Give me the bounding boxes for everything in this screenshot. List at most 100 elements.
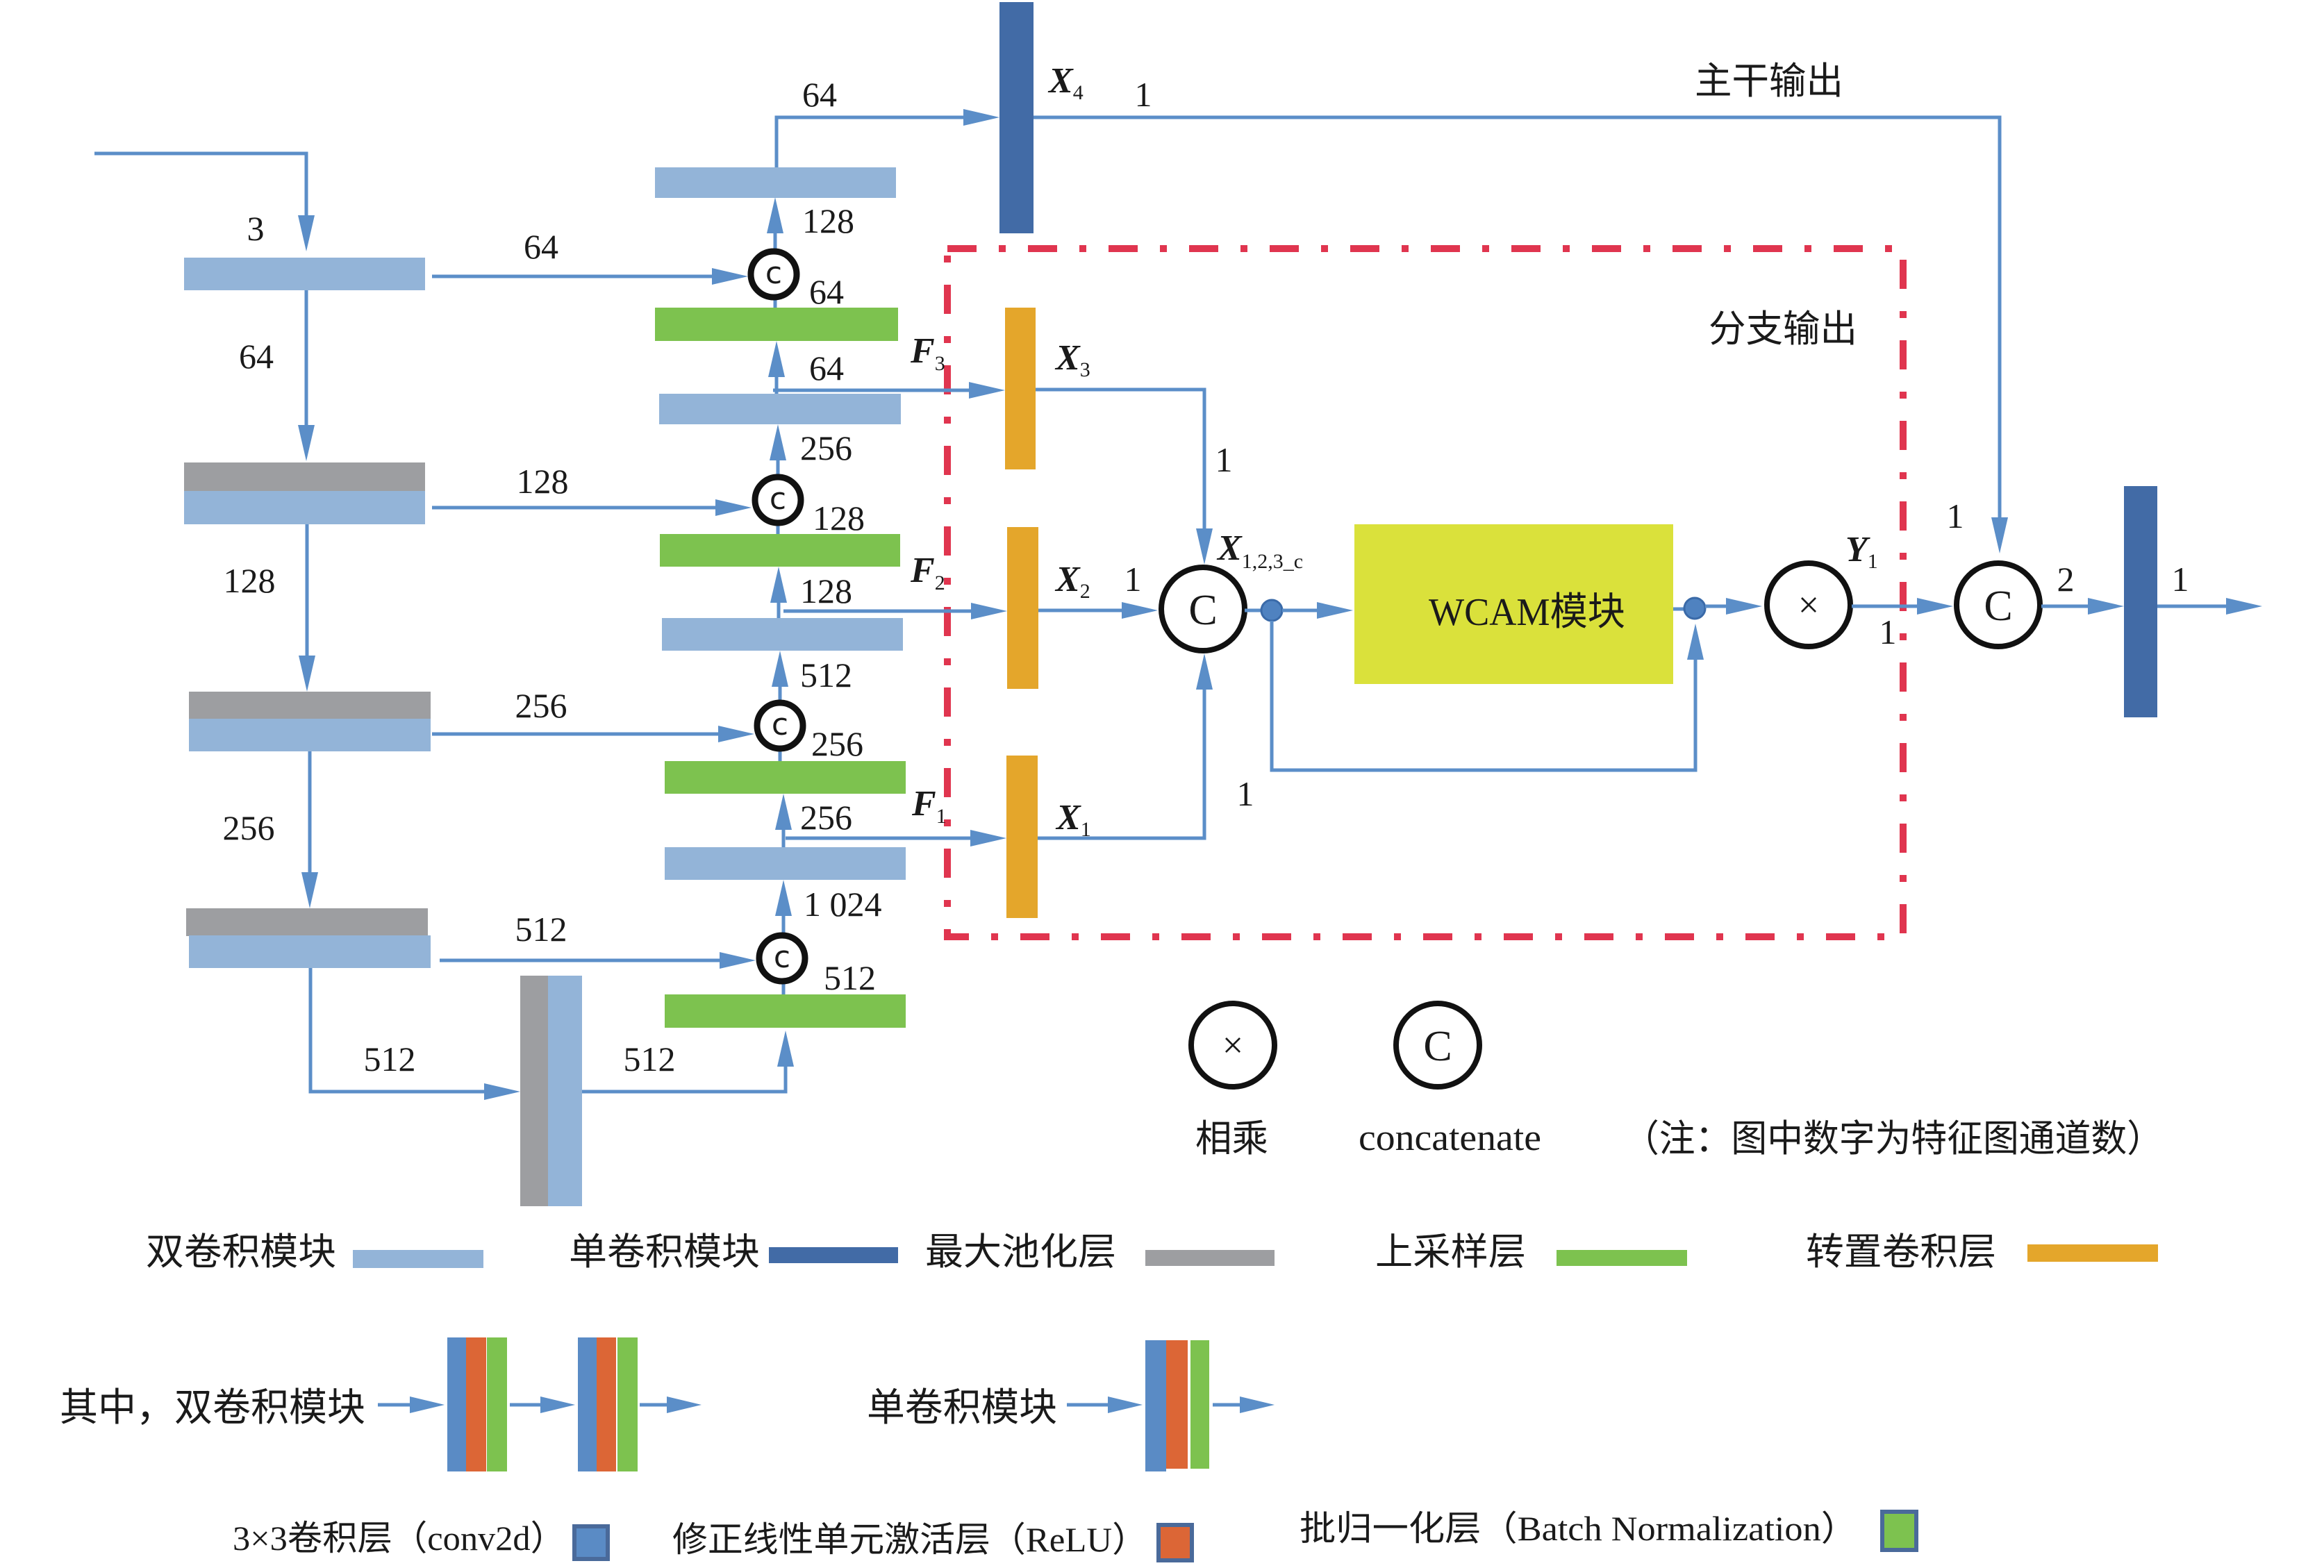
legend-swatch-max-pool [1145,1250,1275,1266]
legend-label: 单卷积模块 [569,1231,760,1273]
composition-arrow [510,1396,575,1413]
junction-dot-2 [1683,597,1707,620]
legend-item-relu: 修正线性单元激活层（ReLU） [672,1520,1194,1562]
input-arrow [94,151,315,251]
double-conv-composition-label: 其中，双卷积模块 [60,1387,365,1430]
x1-label: X1 [1055,798,1091,841]
legend-swatch-single-conv [769,1247,898,1263]
decoder-channel-label: 128 [813,499,865,537]
encoder-channel-label: 64 [239,337,274,376]
y1-label: Y1 [1845,530,1878,573]
input-channels-label: 3 [247,209,265,248]
conv2d-layer [447,1337,466,1471]
concat-node-1: c [747,248,800,301]
bottleneck-in-label: 512 [364,1040,416,1078]
x1-transpose-conv-block [1006,756,1038,918]
skip-label: 512 [515,910,567,949]
trunk-output-title: 主干输出 [1695,60,1843,102]
fusion-channel-label: 2 [2057,560,2075,599]
concat-symbol: c [770,481,786,517]
composition-arrow [1213,1396,1275,1413]
junction-dot-1 [1260,599,1284,622]
bottleneck-block [520,976,582,1206]
decoder-block-2-double-conv [659,394,901,424]
legend-multiply-label: 相乘 [1195,1118,1268,1160]
encoder-block-3 [189,692,431,751]
decoder-channel-label: 512 [800,656,852,694]
trunk-channel-label: 1 [1135,75,1152,114]
legend-item-upsample: 上采样层 [1375,1231,1687,1273]
conv2d-layer [578,1337,597,1471]
residual-loop-arrow [1270,621,1704,772]
wcam-module-label: WCAM模块 [1429,591,1625,634]
branch-concat-node: C [1159,565,1247,653]
x3-channel-label: 1 [1215,440,1233,479]
decoder-channel-label: 128 [802,201,854,240]
decoder-channel-label: 64 [809,272,844,311]
decoder-block-0-double-conv [655,167,896,198]
legend-item-max-pool: 最大池化层 [925,1231,1275,1273]
dot-to-multiply-arrow [1705,598,1762,615]
dot-to-wcam-arrow [1282,602,1353,619]
x3-label: X3 [1054,338,1090,381]
decoder-block-3-upsample [660,534,900,567]
fusion-to-final-arrow [2041,598,2124,615]
decoder-arrow-c1-to-block0 [767,197,783,308]
legend-concat-label: concatenate [1359,1117,1541,1158]
multiply-to-fusion-arrow [1852,598,1953,615]
encoder-block-2-double-conv [184,491,425,524]
decoder: c c c c 64 128 64 64 256 128 128 512 256… [655,75,999,1028]
double-conv-layer-stack-2 [578,1337,638,1471]
branch-output-box [944,245,1907,940]
legend-swatch-upsample [1557,1250,1687,1266]
encoder-channel-label: 256 [223,808,275,847]
encoder-block-3-max-pool [189,692,431,719]
bottleneck-out-arrow [582,1031,794,1094]
operator-legend: × 相乘 C concatenate （注：图中数字为特征图通道数） [1188,1001,2163,1160]
single-conv-composition-label: 单卷积模块 [867,1387,1057,1430]
block-legend: 双卷积模块 单卷积模块 最大池化层 上采样层 转置卷积层 [146,1231,2158,1273]
decoder-arrow-block0-to-x4 [774,109,999,167]
final-output-channel-label: 1 [2172,560,2189,599]
composition-arrow [1067,1396,1143,1413]
bottleneck-max-pool [520,976,548,1206]
decoder-arrow-c4-to-block6 [775,880,792,994]
concat-node-4: c [756,932,808,985]
branch-output-title: 分支输出 [1709,308,1857,350]
legend-label: 批归一化层（Batch Normalization） [1300,1509,1857,1548]
legend-swatch-batch-norm [1880,1510,1918,1552]
encoder-block-4-max-pool [186,908,428,936]
concat-symbol: c [774,940,790,975]
composition-arrow [378,1396,445,1413]
skip-connections: 64 128 256 512 [432,227,756,969]
skip-arrow-1 [432,268,748,285]
concat-symbol: C [1984,583,2012,630]
legend-label: 上采样层 [1375,1231,1526,1273]
legend-label: 转置卷积层 [1806,1231,1996,1273]
legend-item-transpose-conv: 转置卷积层 [1806,1231,2158,1273]
batch-norm-layer [1190,1340,1209,1469]
encoder-block-2 [184,462,425,524]
legend-label: 最大池化层 [925,1231,1116,1273]
relu-layer [597,1337,616,1471]
decoder-arrow-block6-to-block5 [775,794,792,847]
f3-label: F3 [910,331,945,375]
decoder-channel-label: 1 024 [804,885,882,924]
trunk-output: X4 1 主干输出 [999,2,2008,553]
skip-arrow-4 [440,952,756,969]
decoder-channel-label: 64 [809,349,844,387]
x4-single-conv-block [999,2,1034,233]
decoder-arrow-block4-to-block3 [770,567,787,618]
concat-node-3: c [754,699,806,752]
legend-swatch-conv2d [572,1524,610,1561]
x2-transpose-conv-block [1007,527,1038,689]
x3-to-concat-arrow [1036,387,1213,565]
layer-legend: 3×3卷积层（conv2d） 修正线性单元激活层（ReLU） 批归一化层（Bat… [233,1509,1918,1562]
encoder-arrow-3 [301,751,318,908]
encoder-block-4 [186,908,431,968]
bottleneck-double-conv [548,976,582,1206]
skip-arrow-2 [432,499,752,516]
f2-label: F2 [910,551,945,594]
encoder-block-1-double-conv [184,258,425,290]
